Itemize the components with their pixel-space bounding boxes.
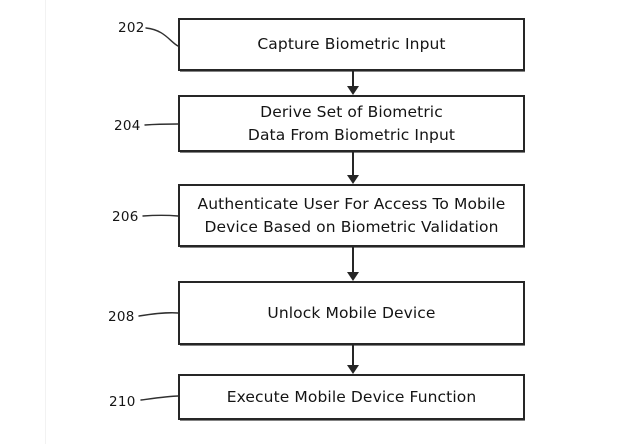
reference-numeral-206: 206 <box>112 209 139 225</box>
arrow-shaft <box>352 71 354 86</box>
process-box-derive-biometric-data: Derive Set of Biometric Data From Biomet… <box>178 95 525 152</box>
process-box-label: Unlock Mobile Device <box>267 303 436 322</box>
process-box-label: Execute Mobile Device Function <box>226 387 477 406</box>
arrow-head-icon <box>347 175 359 184</box>
arrow-shaft <box>352 247 354 272</box>
process-box-label: Capture Biometric Input <box>257 35 446 54</box>
arrow-head-icon <box>347 365 359 374</box>
process-box-authenticate-user: Authenticate User For Access To Mobile D… <box>178 184 525 247</box>
process-box-label: Authenticate User For Access To Mobile D… <box>197 195 506 236</box>
reference-numeral-210: 210 <box>109 394 136 410</box>
arrow-connector-202-to-204 <box>345 71 361 95</box>
reference-numeral-202: 202 <box>118 20 145 36</box>
arrow-shaft <box>352 345 354 365</box>
reference-numeral-208: 208 <box>108 309 135 325</box>
arrow-shaft <box>352 152 354 175</box>
process-box-execute-mobile-device-function: Execute Mobile Device Function <box>178 374 525 420</box>
process-box-label: Derive Set of Biometric Data From Biomet… <box>247 103 456 144</box>
arrow-head-icon <box>347 272 359 281</box>
arrow-connector-208-to-210 <box>345 345 361 374</box>
reference-numeral-204: 204 <box>114 118 141 134</box>
arrow-connector-204-to-206 <box>345 152 361 184</box>
arrow-head-icon <box>347 86 359 95</box>
arrow-connector-206-to-208 <box>345 247 361 281</box>
process-box-unlock-mobile-device: Unlock Mobile Device <box>178 281 525 345</box>
page-margin-rule <box>45 0 46 444</box>
process-box-capture-biometric-input: Capture Biometric Input <box>178 18 525 71</box>
